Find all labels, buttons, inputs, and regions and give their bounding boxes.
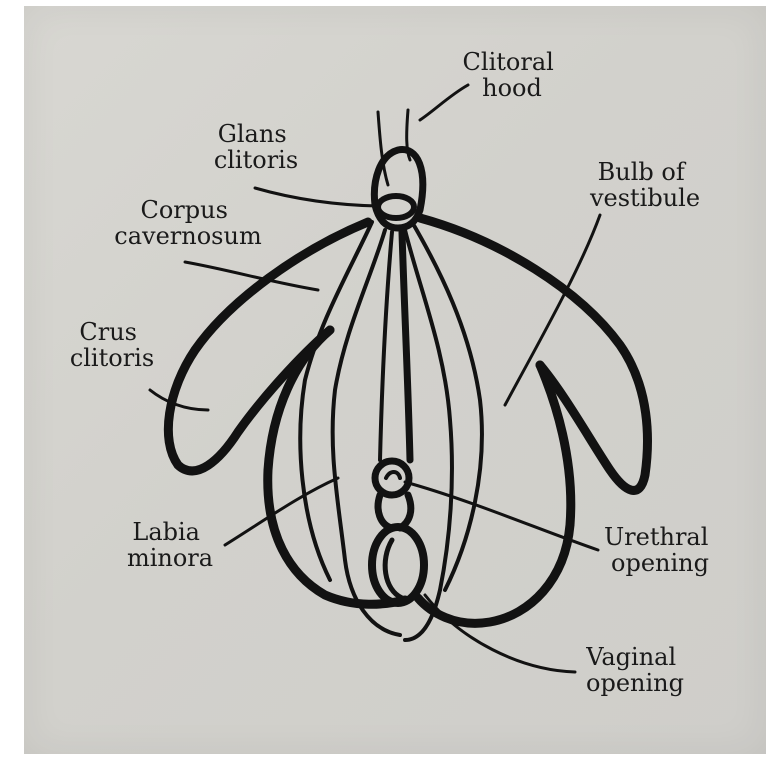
hood-stroke-right (407, 110, 410, 160)
leader-clitoral-hood (420, 85, 468, 120)
vaginal-inner (385, 540, 402, 598)
corpus-cavernosum-left (300, 222, 372, 580)
label-vaginal-opening: Vaginal opening (585, 643, 684, 697)
left-crus-outline (168, 222, 368, 471)
label-labia-minora: Labia minora (127, 518, 213, 572)
vaginal-opening-shape (372, 527, 424, 603)
label-glans-clitoris: Glans clitoris (214, 120, 298, 174)
urethral-inner (386, 472, 400, 478)
leader-glans-clitoris (255, 188, 378, 206)
urethral-opening-shape (375, 461, 409, 495)
label-corpus-cavernosum: Corpus cavernosum (114, 196, 262, 250)
label-crus-clitoris: Crus clitoris (70, 318, 154, 372)
label-bulb-of-vestibule: Bulb of vestibule (589, 158, 700, 212)
urethra-vagina-connector (378, 495, 411, 528)
leader-vaginal-opening (425, 595, 575, 672)
label-clitoral-hood: Clitoral hood (463, 48, 562, 102)
leader-crus-clitoris (150, 390, 208, 410)
glans-clitoris-shape (378, 196, 414, 218)
vestibule-inner-left (380, 232, 392, 460)
label-urethral-opening: Urethral opening (604, 523, 716, 577)
labia-minora-left (333, 230, 400, 635)
leader-labia-minora (225, 478, 338, 545)
vestibule-inner-right (402, 232, 410, 460)
